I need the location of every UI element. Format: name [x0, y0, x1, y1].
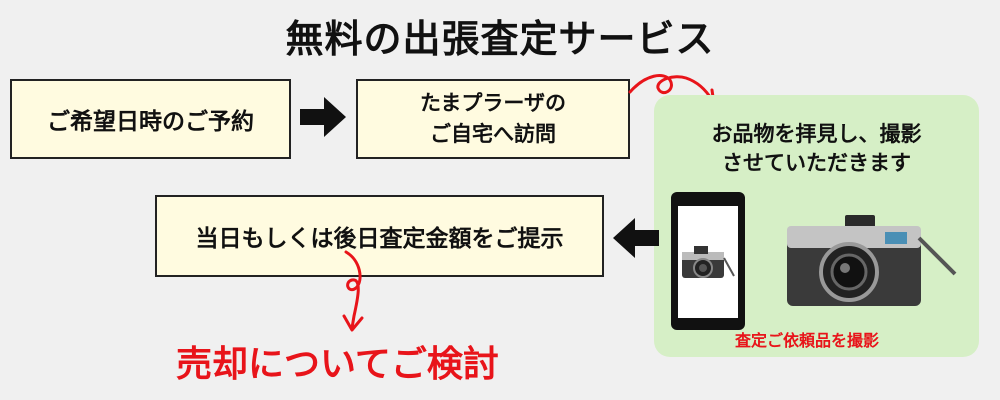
arrow-right-icon — [300, 97, 346, 137]
step-reservation: ご希望日時のご予約 — [10, 79, 291, 159]
page-title: 無料の出張査定サービス — [285, 17, 715, 61]
step-reservation-label: ご希望日時のご予約 — [47, 109, 254, 135]
step-visit: たまプラーザの ご自宅へ訪問 — [356, 79, 630, 159]
camera-icon — [682, 246, 735, 278]
smartphone-icon — [671, 192, 745, 330]
result-label: 売却についてご検討 — [176, 344, 499, 385]
step-present-label: 当日もしくは後日査定金額をご提示 — [195, 226, 564, 252]
step-present: 当日もしくは後日査定金額をご提示 — [155, 195, 604, 277]
curved-arrow-icon — [342, 250, 364, 332]
camera-icon — [787, 215, 957, 306]
arrow-left-icon — [613, 218, 659, 258]
step-visit-label: たまプラーザの ご自宅へ訪問 — [420, 90, 566, 147]
photo-caption: 査定ご依頼品を撮影 — [735, 331, 880, 350]
step-inspect-label: お品物を拝見し、撮影 させていただきます — [711, 122, 922, 176]
